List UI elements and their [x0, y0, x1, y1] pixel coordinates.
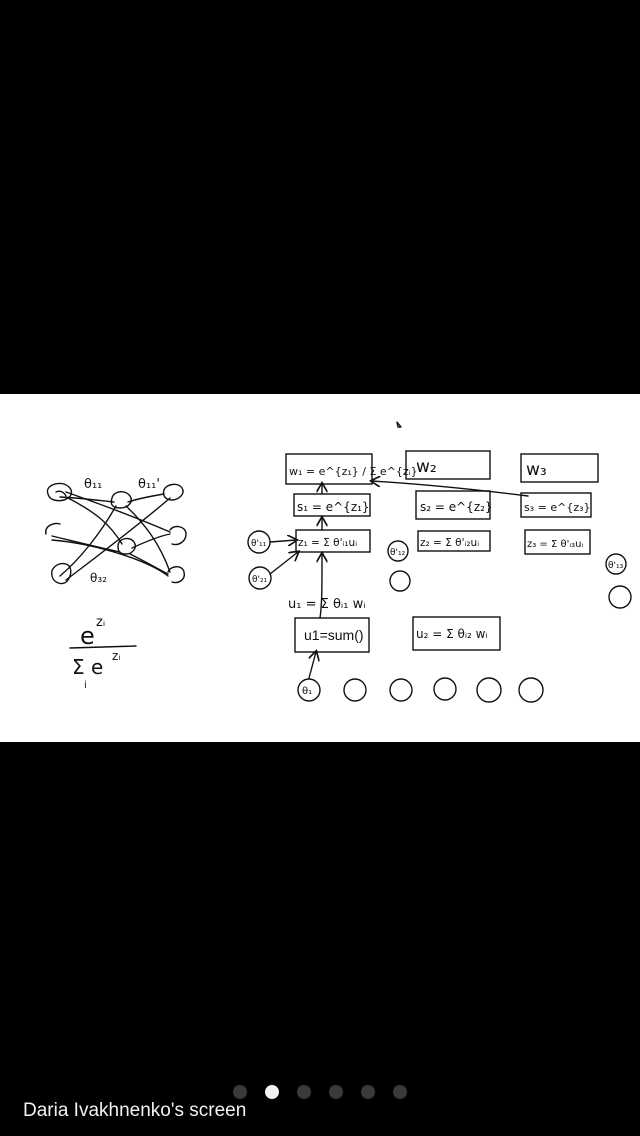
mouse-pointer-icon: [396, 421, 402, 428]
input-node: [476, 677, 502, 703]
z-box-2-text: z₂ = Σ θ'ᵢ₂uᵢ: [420, 537, 479, 549]
exp-box-s3: [520, 492, 592, 518]
whiteboard-canvas: θ₁₁ θ₁₁' θ₃₂ e zᵢ Σ e zᵢ i w₁ = e^{z₁} /…: [45, 421, 632, 703]
input-node: [433, 677, 457, 701]
input-node: [343, 678, 367, 702]
u2-box-text: u₂ = Σ θᵢ₂ wᵢ: [416, 627, 488, 641]
theta-prime-node-13: [605, 553, 627, 575]
softmax-num-exponent: zᵢ: [96, 615, 105, 630]
node: [389, 570, 411, 592]
softmax-denominator: Σ e: [72, 655, 103, 679]
input-node: [389, 678, 413, 702]
net-node: [169, 525, 187, 546]
z-box-1-text: z₁ = Σ θ'ᵢ₁uᵢ: [298, 537, 357, 549]
screen-owner-label: Daria Ivakhnenko's screen: [23, 1100, 247, 1121]
softmax-formula: e zᵢ Σ e zᵢ i: [69, 615, 137, 691]
exp-box-s1: [293, 493, 371, 517]
net-node: [110, 491, 132, 509]
theta-prime-node-21: [248, 566, 272, 590]
theta-prime-node-21-label: θ'₂₁: [252, 575, 268, 585]
output-box-w3: [520, 453, 599, 483]
exp-box-s2-text: s₂ = e^{z₂}: [420, 500, 493, 514]
page-indicator: [0, 1082, 640, 1102]
net-node: [167, 566, 186, 584]
page-dot-3[interactable]: [297, 1085, 311, 1099]
u2-box: [412, 616, 501, 651]
node: [608, 585, 632, 609]
exp-box-s2: [415, 490, 491, 520]
output-box-w1: [285, 453, 373, 485]
u1-box: [294, 617, 370, 653]
output-box-w2: [405, 450, 491, 480]
output-box-w3-text: w₃: [526, 460, 547, 480]
page-dot-1[interactable]: [233, 1085, 247, 1099]
input-node-theta1-label: θ₁: [302, 686, 312, 697]
u1-box-text: u1=sum(): [304, 627, 364, 643]
softmax-den-exponent: zᵢ: [112, 649, 120, 663]
z-box-2: [417, 530, 491, 552]
page-dot-6[interactable]: [393, 1085, 407, 1099]
u1-formula: u₁ = Σ θᵢ₁ wᵢ: [288, 597, 366, 612]
net-node: [51, 562, 72, 585]
net-node: [162, 483, 184, 501]
softmax-index: i: [84, 680, 87, 691]
z-box-3: [524, 529, 591, 555]
net-node: [46, 482, 73, 502]
shared-whiteboard: θ₁₁ θ₁₁' θ₃₂ e zᵢ Σ e zᵢ i w₁ = e^{z₁} /…: [0, 394, 640, 742]
theta-prime-node-13-label: θ'₁₃: [608, 561, 624, 571]
exp-box-s3-text: s₃ = e^{z₃}: [524, 501, 591, 514]
net-node: [45, 522, 61, 535]
page-dot-2[interactable]: [265, 1085, 279, 1099]
input-node-theta1: [297, 678, 321, 702]
theta-prime-node-12-label: θ'₁₂: [390, 548, 406, 558]
theta-32-label: θ₃₂: [90, 571, 107, 585]
output-box-w1-text: w₁ = e^{z₁} / Σ e^{zᵢ}: [289, 465, 418, 478]
output-box-w2-text: w₂: [416, 457, 437, 477]
input-node: [518, 677, 544, 703]
softmax-numerator: e: [80, 622, 95, 650]
exp-box-s1-text: s₁ = e^{z₁}: [297, 500, 370, 514]
theta-prime-node-11-label: θ'₁₁: [251, 539, 267, 549]
page-dot-5[interactable]: [361, 1085, 375, 1099]
theta-11-prime-label: θ₁₁': [138, 477, 160, 492]
theta-11-label: θ₁₁: [84, 477, 102, 492]
z-box-3-text: z₃ = Σ θ'ᵢ₃uᵢ: [527, 539, 583, 550]
network-diagram: θ₁₁ θ₁₁' θ₃₂: [45, 477, 187, 585]
page-dot-4[interactable]: [329, 1085, 343, 1099]
theta-prime-node-12: [387, 540, 409, 562]
